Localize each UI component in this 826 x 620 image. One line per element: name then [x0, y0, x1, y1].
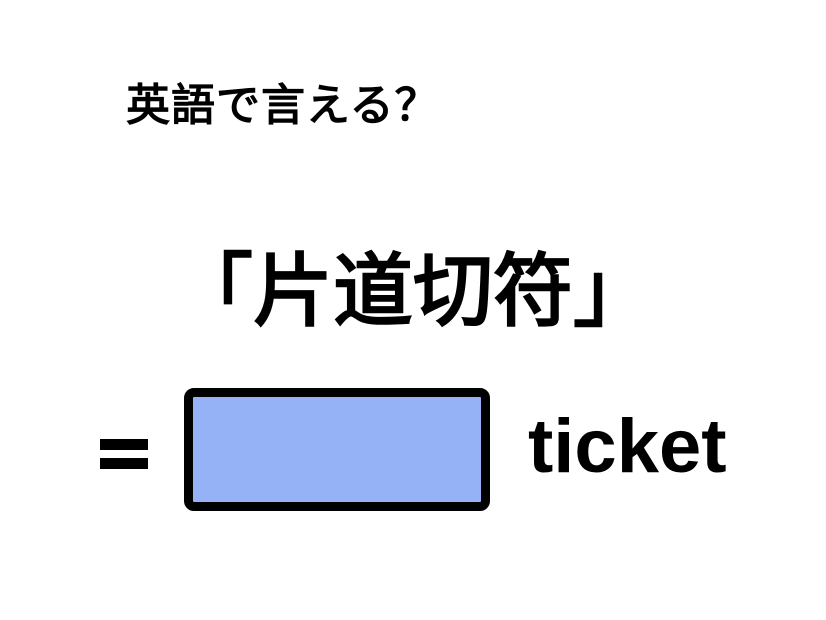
equals-bar-bottom [100, 458, 148, 469]
equals-sign: = [100, 439, 148, 469]
answer-suffix-text: ticket [528, 404, 727, 489]
equals-bar-top [100, 439, 148, 450]
header-question: 英語で言える？ [126, 81, 440, 130]
answer-blank-box [184, 388, 490, 511]
quiz-phrase: 「片道切符」 [173, 247, 653, 336]
